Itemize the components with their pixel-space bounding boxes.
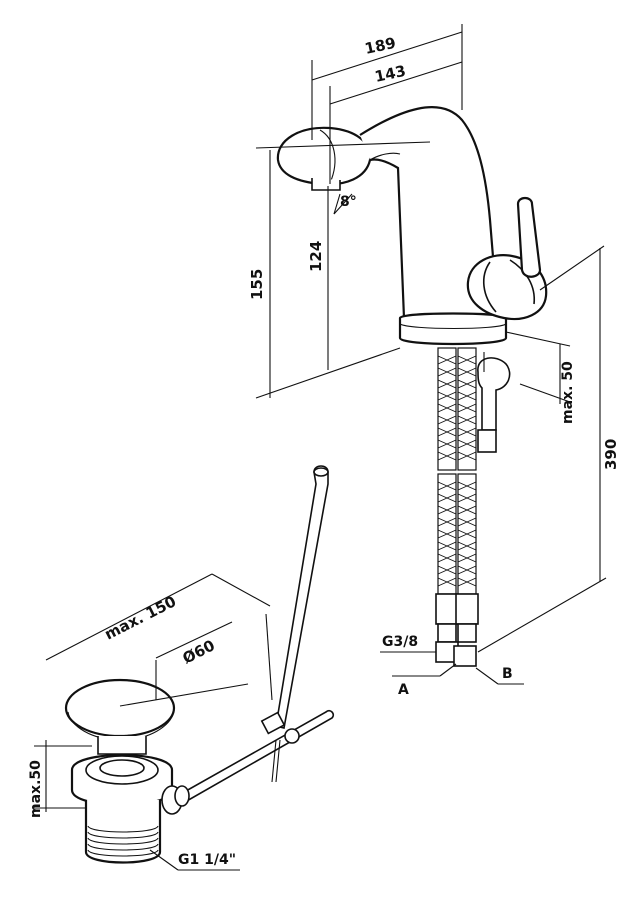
lift-rod — [275, 465, 329, 729]
dim-diameter-label: Ø60 — [180, 636, 218, 667]
flex-hoses — [435, 347, 511, 667]
waste-thread-label: G1 1/4" — [178, 852, 236, 868]
dim-124-label: 124 — [307, 241, 325, 272]
clevis-rod — [168, 709, 335, 807]
thread-label: G3/8 — [382, 634, 418, 650]
waste-assembly — [64, 465, 335, 864]
inlet-a-label: A — [398, 682, 409, 698]
dim-angle-label: 8° — [340, 194, 357, 210]
dim-155-label: 155 — [248, 269, 266, 300]
inlet-b-label: B — [502, 666, 513, 682]
faucet-assembly — [276, 106, 548, 346]
spout-arm — [359, 106, 500, 320]
dim-waste-50-label: max.50 — [28, 760, 44, 818]
dim-waste-150-label: max. 150 — [102, 592, 179, 643]
dim-deck-label: max. 50 — [560, 361, 576, 424]
faucet-dimensions: 189 143 155 124 8° 390 max. 50 G3/8 A — [248, 24, 620, 698]
dim-143-label: 143 — [373, 62, 407, 86]
plug-cap — [64, 678, 176, 738]
mounting-bracket — [477, 357, 511, 431]
dim-390-label: 390 — [602, 439, 620, 470]
waste-body — [84, 800, 162, 864]
lever-handle — [516, 196, 542, 278]
spout-head — [276, 126, 372, 186]
